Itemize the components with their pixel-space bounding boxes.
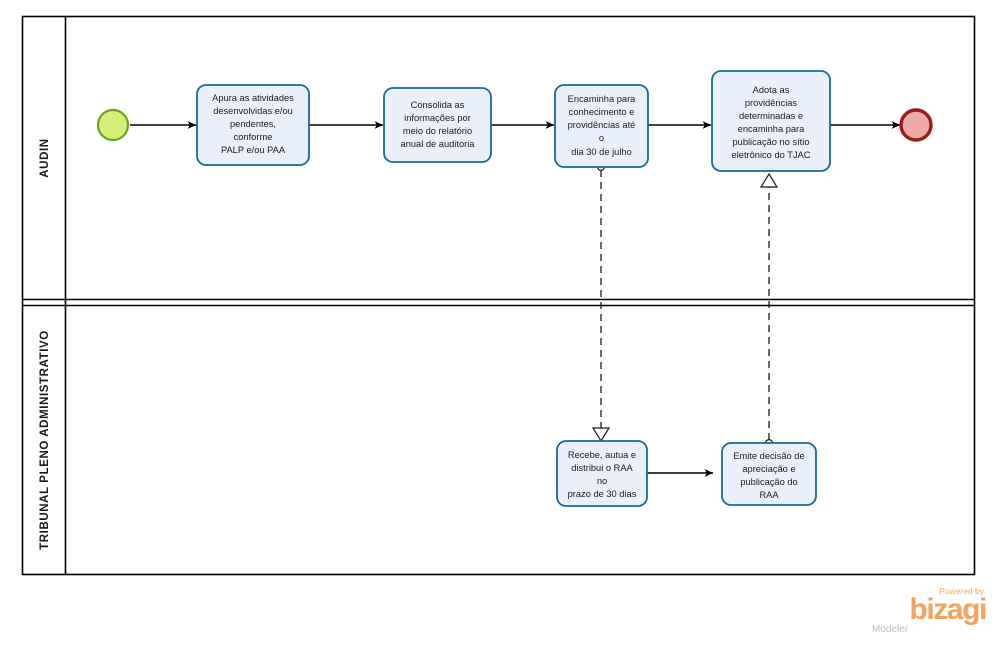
task-adota-line-1: Adota as <box>753 85 790 95</box>
task-emite-line-1: Emite decisão de <box>733 451 804 461</box>
task-encaminha-box[interactable] <box>554 84 649 168</box>
lane-label-audin: AUDIN <box>39 138 51 177</box>
task-encaminha-line-3: providências até <box>568 120 636 130</box>
task-adota-line-4: encaminha para <box>738 124 806 134</box>
task-adota-box[interactable] <box>711 70 831 172</box>
task-consolida-box[interactable] <box>383 87 492 163</box>
message-flow-arrowhead-down <box>591 427 611 443</box>
lane-label-tribunal: TRIBUNAL PLENO ADMINISTRATIVO <box>39 330 51 550</box>
task-apura-line-1: Apura as atividades <box>212 93 294 103</box>
task-recebe-box[interactable] <box>556 440 648 507</box>
task-consolida[interactable]: Consolida as informações por meio do rel… <box>383 87 492 163</box>
task-adota-line-5: publicação no sítio <box>732 137 809 147</box>
task-emite-line-2: apreciação e <box>742 464 795 474</box>
task-apura-line-4: conforme <box>234 132 273 142</box>
task-emite-line-4: RAA <box>759 490 779 500</box>
bizagi-powered-by-label: Powered by <box>939 585 984 596</box>
task-apura-line-2: desenvolvidas e/ou <box>213 106 293 116</box>
task-encaminha[interactable]: Encaminha para conhecimento e providênci… <box>554 84 649 168</box>
task-adota[interactable]: Adota as providências determinadas e enc… <box>711 70 831 172</box>
task-recebe-line-4: prazo de 30 dias <box>568 489 637 499</box>
task-encaminha-line-1: Encaminha para <box>568 94 637 104</box>
task-consolida-line-4: anual de auditoria <box>401 139 476 149</box>
task-apura-line-3: pendentes, <box>230 119 276 129</box>
task-emite-line-3: publicação do <box>740 477 797 487</box>
task-adota-line-2: providências <box>745 98 798 108</box>
end-event[interactable] <box>899 108 933 142</box>
task-apura[interactable]: Apura as atividades desenvolvidas e/ou p… <box>196 84 310 166</box>
bizagi-product-label: Modeler <box>872 624 909 635</box>
start-event[interactable] <box>96 108 130 142</box>
task-consolida-line-2: informações por <box>404 113 471 123</box>
task-adota-line-6: eletrônico do TJAC <box>732 150 811 160</box>
pool-outline <box>21 15 976 576</box>
task-encaminha-line-4: o <box>599 133 604 143</box>
bizagi-brand-logo: bizagi <box>909 593 987 627</box>
task-apura-box[interactable] <box>196 84 310 166</box>
task-recebe-line-1: Recebe, autua e <box>568 450 636 460</box>
task-emite[interactable]: Emite decisão de apreciação e publicação… <box>721 442 817 506</box>
task-emite-box[interactable] <box>721 442 817 506</box>
task-encaminha-line-5: dia 30 de julho <box>571 147 631 157</box>
task-recebe-line-3: no <box>597 476 607 486</box>
task-consolida-line-3: meio do relatório <box>403 126 472 136</box>
bizagi-watermark: Powered by bizagi Modeler <box>868 585 987 635</box>
task-apura-line-5: PALP e/ou PAA <box>221 145 286 155</box>
task-consolida-line-1: Consolida as <box>411 100 465 110</box>
task-recebe-line-2: distribui o RAA <box>571 463 633 473</box>
task-recebe[interactable]: Recebe, autua e distribui o RAA no prazo… <box>556 440 648 507</box>
message-flow-arrowhead-up <box>759 172 779 188</box>
task-adota-line-3: determinadas e <box>739 111 803 121</box>
task-encaminha-line-2: conhecimento e <box>569 107 635 117</box>
